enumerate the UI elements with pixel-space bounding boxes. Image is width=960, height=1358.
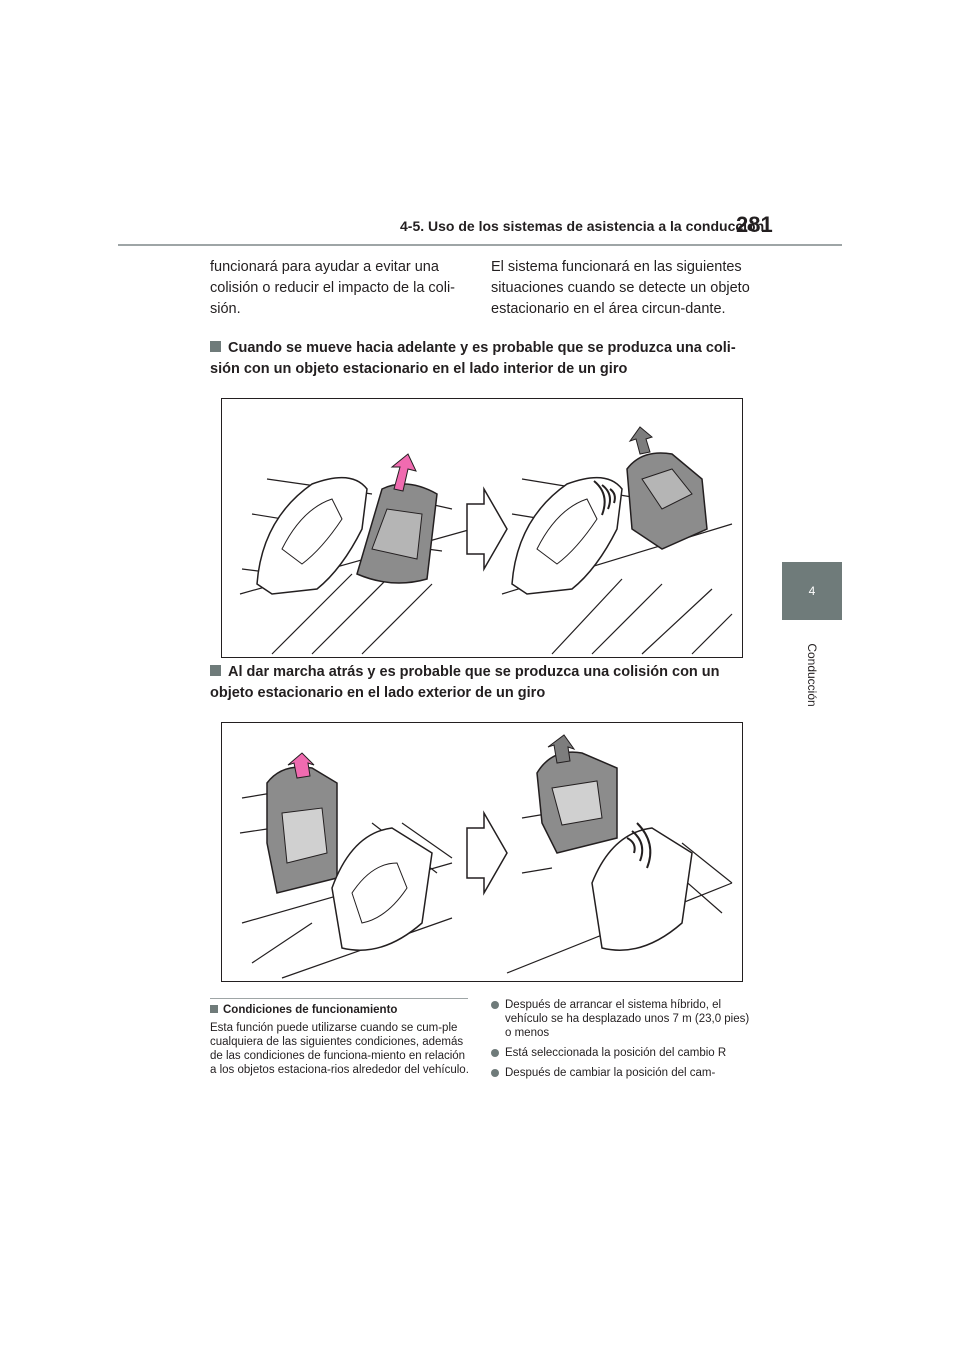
illustration-reverse-turn (221, 722, 743, 982)
bullet-dot-icon (491, 1069, 499, 1077)
list-item-text: Después de cambiar la posición del cam- (505, 1067, 716, 1079)
square-bullet-icon (210, 1005, 218, 1013)
square-bullet-icon (210, 341, 221, 352)
conditions-bullet-list: Después de arrancar el sistema híbrido, … (491, 998, 751, 1086)
stationary-car-right (511, 476, 623, 595)
stationary-car-left (256, 476, 368, 595)
list-item: Después de cambiar la posición del cam- (491, 1066, 751, 1080)
scenario-heading-text: Al dar marcha atrás y es probable que se… (210, 664, 720, 701)
list-item: Está seleccionada la posición del cambio… (491, 1046, 751, 1060)
scenario-heading-text: Cuando se mueve hacia adelante y es prob… (210, 340, 736, 377)
chapter-label: Conducción (805, 643, 819, 707)
square-bullet-icon (210, 665, 221, 676)
list-item: Después de arrancar el sistema híbrido, … (491, 998, 751, 1040)
scenario-heading-forward: Cuando se mueve hacia adelante y es prob… (210, 338, 750, 380)
transition-arrow-icon (466, 486, 508, 572)
chapter-number: 4 (808, 584, 816, 598)
pink-arrow-icon (287, 752, 315, 779)
conditions-heading-text: Condiciones de funcionamiento (223, 1004, 398, 1016)
stationary-car-right (591, 827, 693, 951)
bullet-dot-icon (491, 1049, 499, 1057)
illustration-forward-turn (221, 398, 743, 658)
intro-left-text: funcionará para ayudar a evitar una coli… (210, 259, 455, 317)
chapter-tab[interactable]: 4 (782, 562, 842, 620)
gray-arrow-icon (547, 734, 576, 764)
conditions-heading: Condiciones de funcionamiento (210, 1004, 397, 1016)
pink-arrow-icon (390, 453, 417, 492)
stationary-car-left (331, 827, 433, 951)
conditions-body: Esta función puede utilizarse cuando se … (210, 1022, 469, 1076)
list-item-text: Está seleccionada la posición del cambio… (505, 1047, 727, 1059)
list-item-text: Después de arrancar el sistema híbrido, … (505, 999, 750, 1039)
page-number: 281 (736, 212, 773, 237)
sensor-waves-icon (593, 480, 616, 516)
transition-arrow-icon (466, 810, 508, 896)
sensor-waves-icon (626, 822, 652, 869)
intro-right-text: El sistema funcionará en las siguientes … (491, 259, 750, 317)
conditions-rule (210, 998, 468, 999)
chapter-label-box: Conducción (782, 630, 842, 720)
header-rule (118, 244, 842, 246)
gray-arrow-icon (628, 426, 654, 455)
bullet-dot-icon (491, 1001, 499, 1009)
section-title: 4-5. Uso de los sistemas de asistencia a… (400, 218, 765, 234)
scenario-heading-reverse: Al dar marcha atrás y es probable que se… (210, 662, 750, 704)
